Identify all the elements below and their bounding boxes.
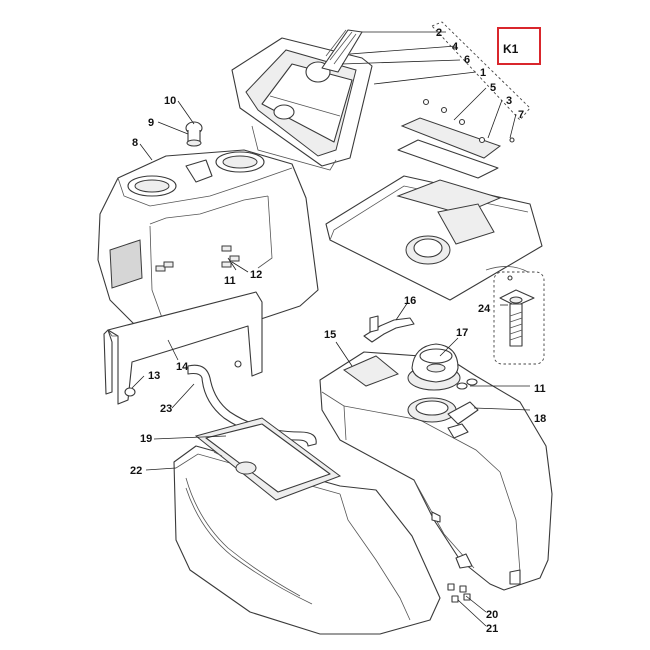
- kit-k1-label: K1: [503, 42, 519, 56]
- kit-k1-outline: [431, 21, 531, 121]
- rear-cover: [97, 149, 319, 351]
- callout-12: 12: [250, 269, 262, 281]
- callout-22: 22: [130, 465, 142, 477]
- upper-tank: [319, 343, 553, 591]
- screw: [369, 315, 379, 333]
- hose-clip: [363, 317, 415, 343]
- callout-8: 8: [132, 137, 138, 149]
- callout-23: 23: [160, 403, 172, 415]
- callout-18: 18: [534, 413, 546, 425]
- filler-cap: [185, 121, 203, 147]
- callout-1: 1: [480, 67, 486, 79]
- callout-19: 19: [140, 433, 152, 445]
- callout-24: 24: [478, 303, 491, 315]
- leader-lines: [131, 31, 531, 627]
- lower-tank: [173, 417, 441, 635]
- callout-labels: 2 4 6 1 5 3 7 10 9 8 11 12 14 13 23 19 2…: [130, 27, 546, 635]
- callout-2: 2: [436, 27, 442, 39]
- grommet: [124, 387, 136, 397]
- callout-11b: 11: [534, 383, 546, 395]
- callout-6: 6: [464, 54, 470, 66]
- callout-11a: 11: [224, 275, 236, 287]
- callout-21: 21: [486, 623, 498, 635]
- kit-k1-box: K1: [497, 27, 541, 65]
- callout-16: 16: [404, 295, 416, 307]
- bottom-screws: [447, 583, 471, 603]
- mounting-bracket: [103, 291, 263, 405]
- callout-17: 17: [456, 327, 468, 339]
- callout-13: 13: [148, 370, 160, 382]
- callout-14: 14: [176, 361, 189, 373]
- fastener-kit: [493, 271, 545, 365]
- panel-cover: [325, 98, 543, 301]
- callout-15: 15: [324, 329, 336, 341]
- callout-3: 3: [506, 95, 512, 107]
- control-handle-assembly: [231, 29, 373, 171]
- callout-20: 20: [486, 609, 498, 621]
- callout-4: 4: [452, 41, 459, 53]
- callout-9: 9: [148, 117, 154, 129]
- callout-5: 5: [490, 82, 496, 94]
- callout-7: 7: [518, 109, 524, 121]
- callout-10: 10: [164, 95, 176, 107]
